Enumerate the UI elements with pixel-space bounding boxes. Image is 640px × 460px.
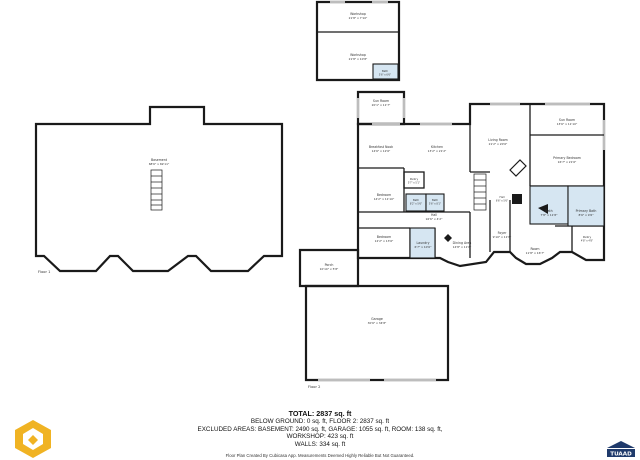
room-dims-garage: 30'6" x 34'8" [368, 321, 387, 325]
cubicasa-logo-icon [15, 420, 51, 458]
room-name-bath-2: Bath [413, 198, 419, 202]
floor-label-1: Floor 1 [38, 270, 50, 274]
room-dims-bedroom-2: 12'2" x 13'6" [375, 239, 394, 243]
fireplace-icon [509, 159, 527, 177]
room-name-porch: Porch [325, 263, 334, 267]
bath-3-shape [425, 193, 445, 212]
sun-room-outline [356, 90, 406, 126]
room-dims-basement: 68'6" x 69'11" [149, 162, 170, 166]
bath-p-shape [529, 185, 569, 225]
room-name-primary-bed: Primary Bedroom [553, 156, 581, 160]
room-dims-sun-room: 20'1" x 11'7" [372, 103, 391, 107]
room-name-bath-ws: Bath [382, 69, 388, 73]
main-stairs [473, 173, 487, 211]
brand-logo-text: TUAAD [610, 452, 632, 458]
room-name-bedroom-1: Bedroom [377, 193, 391, 197]
workshop-bath [372, 63, 399, 80]
room-name-primary-bath: Primary Bath [576, 209, 597, 213]
room-name-basement: Basement [151, 158, 168, 162]
room-dims-room: 11'8" x 16'7" [526, 251, 545, 255]
closet-block [512, 194, 522, 204]
floor-plan: Floor 1 [34, 0, 606, 389]
footer-disclaimer: Floor Plan Created By Cubicasa App. Meas… [225, 453, 415, 458]
room-dims-foyer: 9'10" x 11'8" [493, 235, 512, 239]
room-dims-breakfast: 14'6" x 12'6" [372, 149, 391, 153]
workshop-outline [315, 0, 401, 82]
room-name-hall-2: Hall [500, 195, 505, 199]
room-dims-porch: 10'10" x 5'8" [320, 267, 339, 271]
room-dims-dining: 14'8" x 11'6" [453, 245, 472, 249]
room-name-pantry-2: Pantry [583, 235, 592, 239]
summary-below-ground: BELOW GROUND: 0 sq. ft, FLOOR 2: 2837 sq… [250, 418, 390, 425]
doorway-marker-icon [538, 204, 548, 214]
room-dims-hall-2: 6'6" x 5'6" [496, 199, 508, 202]
room-name-hall: Hall [431, 213, 437, 217]
room-name-foyer: Foyer [498, 231, 508, 235]
floor-label-2: Floor 2 [308, 385, 320, 389]
main-floor-partitions [358, 104, 604, 258]
room-name-kitchen: Kitchen [431, 145, 443, 149]
room-dims-bedroom-1: 14'2" x 11'10" [374, 197, 395, 201]
room-name-room: Room [530, 247, 539, 251]
room-dims-hall: 16'6" x 4'2" [426, 217, 444, 221]
room-dims-bath-3: 5'6" x 8'1" [429, 202, 441, 205]
room-dims-pantry-2: 4'8" x 4'8" [581, 239, 593, 242]
room-name-pantry: Pantry [410, 177, 419, 181]
room-dims-workshop-1: 21'8" x 7'10" [349, 16, 368, 20]
room-name-sun-room-2: Sun Room [559, 118, 575, 122]
basement-outline [34, 105, 284, 273]
summary-walls: WALLS: 334 sq. ft [294, 440, 346, 448]
room-dims-workshop-2: 21'8" x 10'8" [349, 57, 368, 61]
room-dims-primary-bed: 16'7" x 21'6" [558, 160, 577, 164]
room-dims-pantry: 5'7" x 5'1" [408, 181, 420, 184]
room-dims-bath-p: 7'8" x 11'8" [541, 213, 559, 217]
summary-total: TOTAL: 2837 sq. ft [288, 409, 352, 418]
room-dims-bath-ws: 5'6" x 6'6" [379, 73, 391, 76]
room-dims-living: 21'2" x 20'6" [489, 142, 508, 146]
room-dims-sun-room-2: 13'6" x 11'10" [557, 122, 578, 126]
garage-outline [304, 284, 450, 382]
room-dims-primary-bath: 8'6" x 9'6" [578, 213, 594, 217]
room-name-dining: Dining Area [453, 241, 472, 245]
summary-excluded-areas: EXCLUDED AREAS: BASEMENT: 2490 sq. ft, G… [197, 425, 443, 433]
room-name-breakfast: Breakfast Nook [369, 145, 393, 149]
room-name-living: Living Room [488, 138, 508, 142]
room-name-sun-room: Sun Room [373, 99, 389, 103]
room-dims-laundry: 6'7" x 10'6" [415, 245, 433, 249]
room-dims-kitchen: 13'2" x 21'2" [428, 149, 447, 153]
main-floor-outline [356, 102, 606, 268]
room-name-bath-p: Bath [545, 209, 552, 213]
pillar-icon [444, 234, 452, 242]
room-name-bedroom-2: Bedroom [377, 235, 391, 239]
room-name-laundry: Laundry [417, 241, 430, 245]
laundry-shape [409, 227, 436, 259]
room-name-garage: Garage [371, 317, 383, 321]
primary-bath-shape [567, 185, 605, 227]
basement-stairs [150, 169, 163, 211]
room-name-workshop-2: Workshop [350, 53, 366, 57]
room-dims-bath-2: 8'2" x 5'6" [410, 202, 422, 205]
summary-workshop: WORKSHOP: 423 sq. ft [286, 433, 354, 441]
room-name-workshop-1: Workshop [350, 12, 366, 16]
brand-logo-icon: TUAAD [607, 441, 635, 458]
room-name-bath-3: Bath [432, 198, 438, 202]
